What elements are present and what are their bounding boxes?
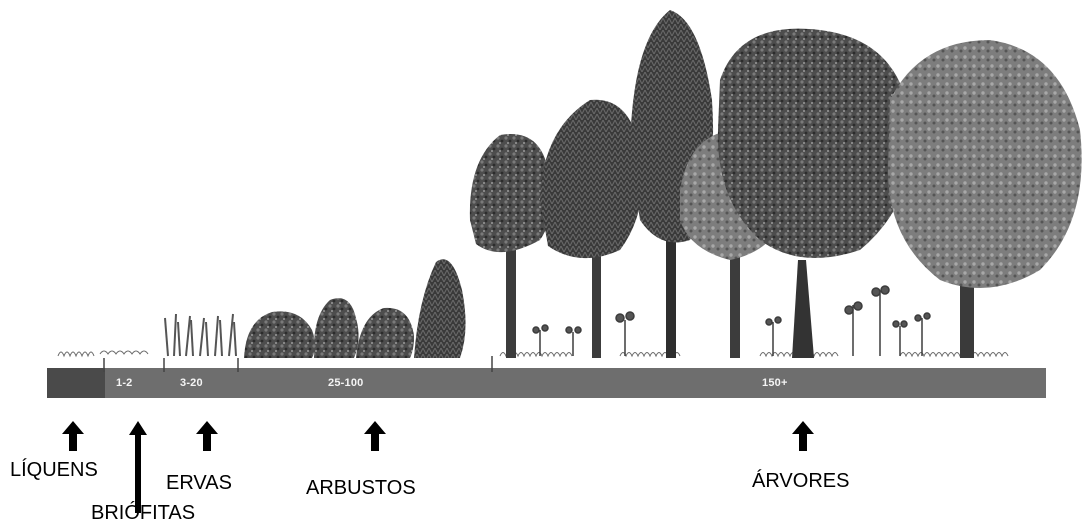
trees — [469, 10, 1082, 358]
stage-label-briofitas: BRIÓFITAS — [91, 502, 196, 524]
up-arrow-icon — [364, 421, 386, 451]
age-range-label: 3-20 — [180, 377, 203, 389]
age-range-label: 1-2 — [116, 377, 133, 389]
up-arrow-icon — [62, 421, 84, 451]
up-arrow-icon — [129, 421, 147, 513]
age-range-label: 150+ — [762, 377, 788, 389]
stage-label-liquens: LÍQUENS — [10, 459, 98, 481]
stage-label-arbustos: ARBUSTOS — [306, 477, 416, 499]
age-range-label: 25-100 — [328, 377, 364, 389]
stage-label-arvores: ÁRVORES — [752, 470, 850, 492]
up-arrow-icon — [792, 421, 814, 451]
herbs — [164, 313, 237, 357]
up-arrow-icon — [196, 421, 218, 451]
shrubs — [244, 259, 466, 358]
stage-label-ervas: ERVAS — [166, 472, 232, 494]
timeline-bar — [47, 356, 1046, 398]
